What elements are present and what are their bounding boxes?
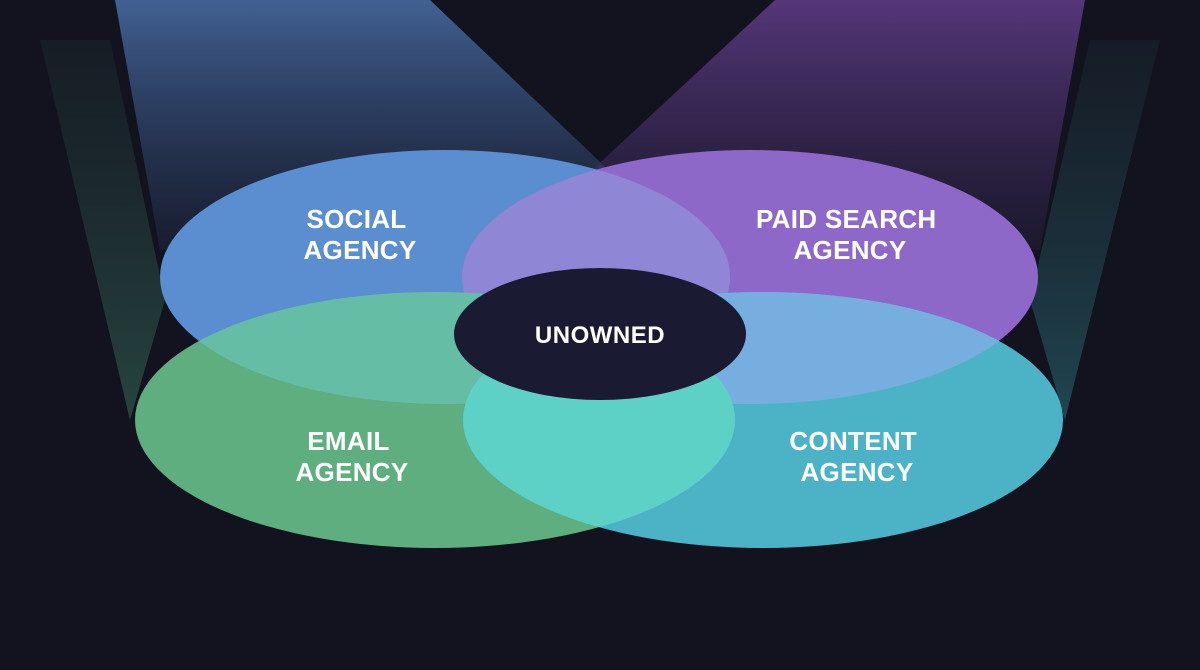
beam-teal-right [1030, 40, 1160, 420]
social-agency-label: SOCIAL AGENCY [303, 204, 416, 265]
content-agency-label: CONTENT AGENCY [789, 426, 924, 487]
paid-search-agency-line2: AGENCY [793, 235, 906, 265]
region-labels: SOCIAL AGENCY PAID SEARCH AGENCY EMAIL A… [295, 204, 944, 487]
social-agency-line1: SOCIAL [306, 204, 406, 234]
paid-search-agency-line1: PAID SEARCH [756, 204, 937, 234]
beam-green-left [40, 40, 165, 420]
unowned-center [454, 268, 746, 400]
unowned-label: UNOWNED [535, 322, 665, 349]
content-agency-line1: CONTENT [789, 426, 917, 456]
email-agency-label: EMAIL AGENCY [295, 426, 408, 487]
email-agency-line1: EMAIL [307, 426, 389, 456]
paid-search-agency-label: PAID SEARCH AGENCY [756, 204, 944, 265]
social-agency-line2: AGENCY [303, 235, 416, 265]
email-agency-line2: AGENCY [295, 457, 408, 487]
content-agency-line2: AGENCY [800, 457, 913, 487]
